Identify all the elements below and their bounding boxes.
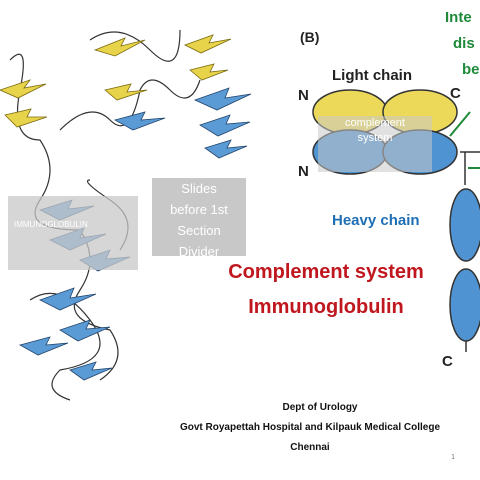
city-text: Chennai [290,442,330,453]
heavy-chain-domain-4 [449,268,480,342]
overlay-complement-line-1: complement [345,117,405,129]
n-terminal-top: N [298,87,309,104]
slide-title-line-1: Complement system [228,261,424,283]
c-terminal-top: C [450,85,461,102]
department-text: Dept of Urology [282,402,358,413]
heavy-chain-domain-3 [449,188,480,262]
page-number: 1 [451,454,455,461]
slides-divider-overlay: Slides before 1st Section Divider [152,178,246,256]
c-terminal-bottom: C [442,353,453,370]
top-right-text-1: Inte [445,9,472,26]
top-right-text-2: dis [453,35,475,52]
overlay-slides-line-4: Divider [178,244,220,256]
antibody-diagram: (B) Inte dis be Light chain N C N Heavy … [298,9,480,370]
panel-label-b: (B) [300,29,319,45]
overlay-slides-line-2: before 1st [170,202,228,217]
immunoglobulin-overlay: IMMUNOGLOBULIN [8,196,138,270]
heavy-chain-label: Heavy chain [332,212,420,229]
overlay-slides-line-3: Section [177,223,221,238]
immunoglobulin-overlay-text: IMMUNOGLOBULIN [14,220,88,229]
hospital-text: Govt Royapettah Hospital and Kilpauk Med… [179,422,441,433]
top-right-text-3: be [462,61,480,78]
complement-overlay: complement system [318,116,432,172]
slide-title-line-2: Immunoglobulin [248,296,404,318]
n-terminal-bottom: N [298,163,309,180]
light-chain-label: Light chain [332,67,412,84]
overlay-complement-line-2: system [357,132,393,144]
overlay-slides-line-1: Slides [181,181,217,196]
